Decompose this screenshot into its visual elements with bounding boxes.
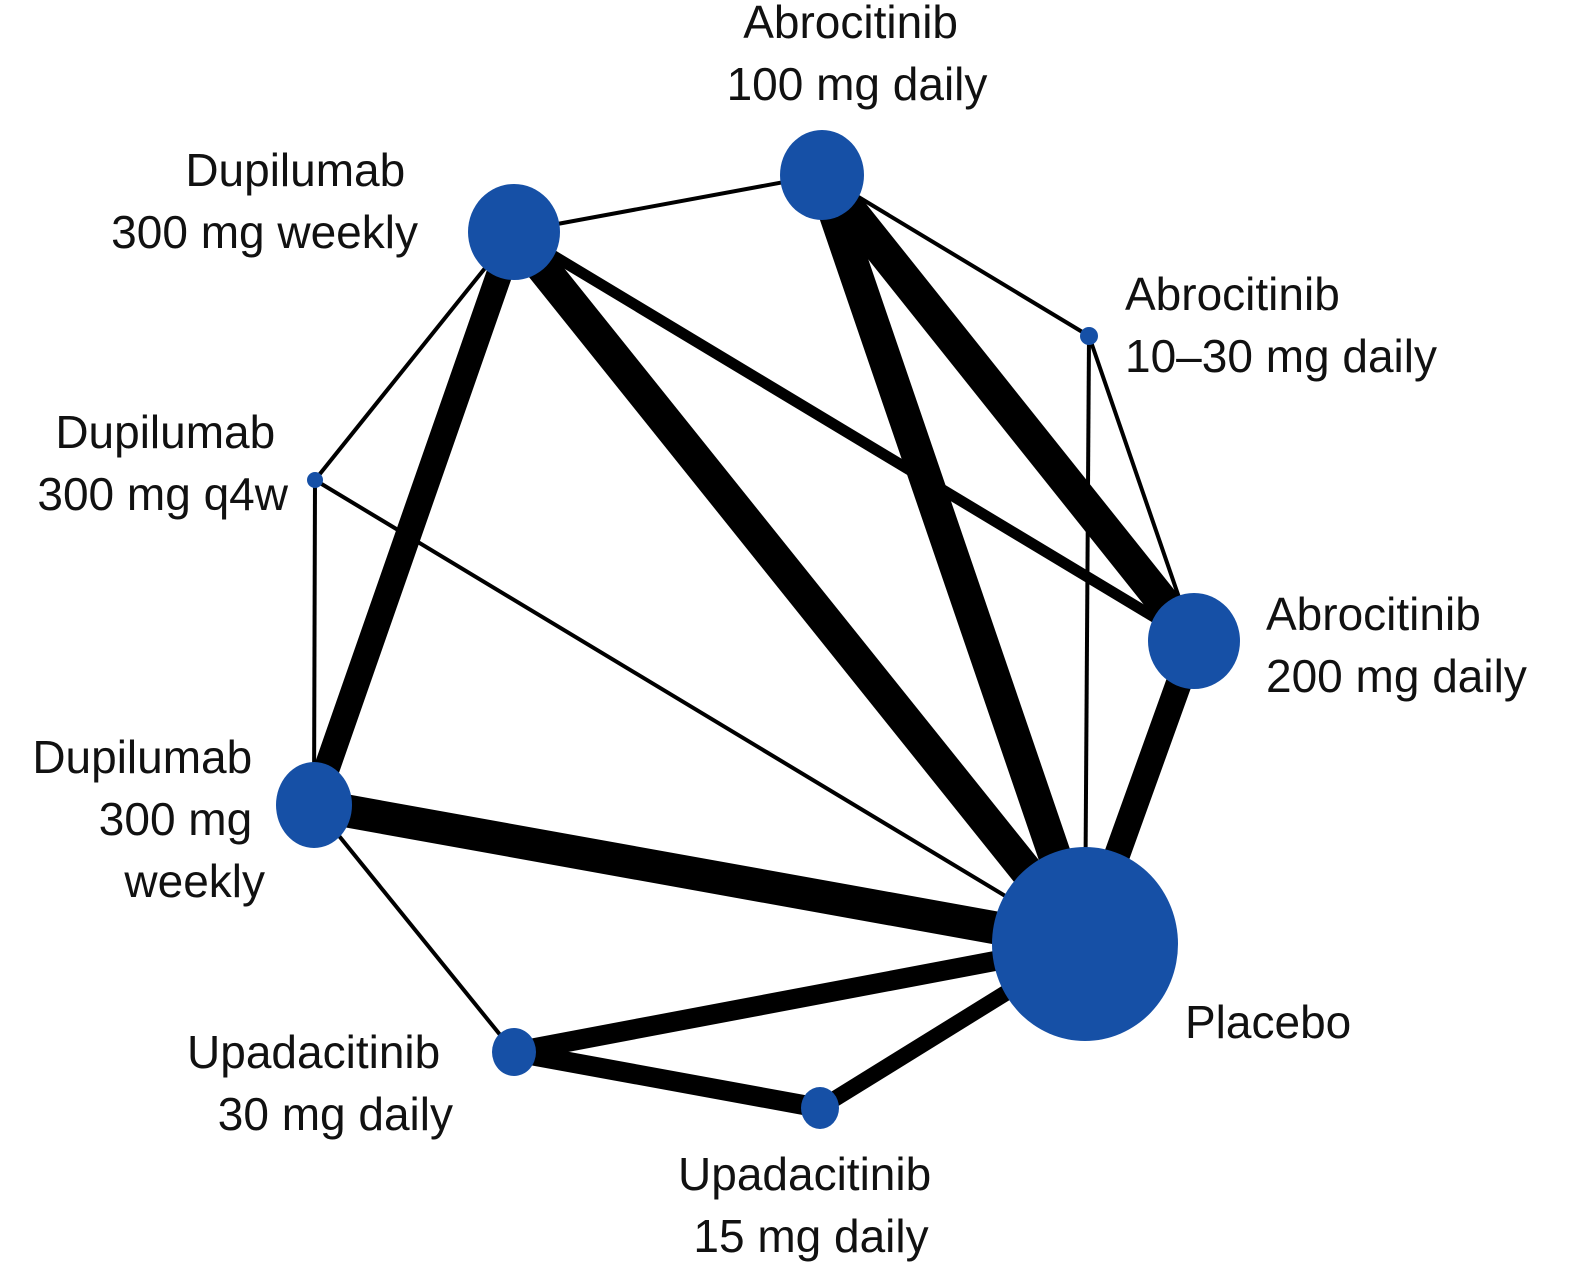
edge-abro100-placebo (806, 169, 1101, 950)
node-dupi_q4w (307, 472, 323, 488)
edge-dupi_weekly_top-abro200 (511, 227, 1197, 646)
edge-dupi_q4w-dupi_weekly_bottom (312, 479, 317, 806)
node-abro10_30 (1080, 327, 1098, 345)
edge-abro10_30-placebo (1083, 335, 1091, 945)
edge-dupi_weekly_top-placebo (501, 221, 1098, 955)
node-label-dupi-weekly-bottom: Dupilumab 300 mg weekly (32, 731, 265, 907)
node-abro200 (1148, 593, 1240, 689)
edge-abro100-abro200 (809, 164, 1207, 652)
edge-upa30-upa15 (512, 1042, 822, 1118)
node-label-abro200: Abrocitinib 200 mg daily (1266, 588, 1527, 702)
node-label-dupi-q4w: Dupilumab 300 mg q4w (37, 406, 288, 520)
node-dupi_weekly_top (468, 184, 560, 280)
edge-dupi_weekly_bottom-placebo (311, 788, 1088, 961)
node-label-abro100: Abrocitinib 100 mg daily (727, 0, 988, 110)
edge-dupi_q4w-placebo (313, 478, 1087, 946)
node-label-placebo: Placebo (1185, 996, 1351, 1048)
node-upa30 (492, 1028, 536, 1076)
nodes-layer (276, 130, 1240, 1129)
node-abro100 (780, 130, 864, 220)
node-label-upa30: Upadacitinib 30 mg daily (187, 1026, 453, 1140)
edges-layer (301, 164, 1207, 1118)
edge-dupi_weekly_top-abro100 (513, 173, 823, 234)
node-label-abro10-30: Abrocitinib 10–30 mg daily (1125, 268, 1437, 382)
edge-dupi_weekly_top-dupi_q4w (313, 230, 516, 482)
node-label-upa15: Upadacitinib 15 mg daily (678, 1148, 944, 1262)
node-upa15 (801, 1087, 839, 1129)
node-label-dupi-weekly-top: Dupilumab 300 mg weekly (111, 144, 418, 258)
edge-abro10_30-abro200 (1087, 335, 1196, 642)
edge-dupi_weekly_bottom-upa30 (312, 803, 516, 1054)
edge-abro100-abro10_30 (820, 173, 1091, 338)
node-placebo (992, 847, 1178, 1041)
edge-dupi_weekly_top-dupi_weekly_bottom (301, 227, 527, 810)
edge-upa30-placebo (512, 934, 1087, 1062)
labels-layer: Dupilumab 300 mg weekly Abrocitinib 100 … (32, 0, 1527, 1262)
node-dupi_weekly_bottom (276, 762, 352, 848)
